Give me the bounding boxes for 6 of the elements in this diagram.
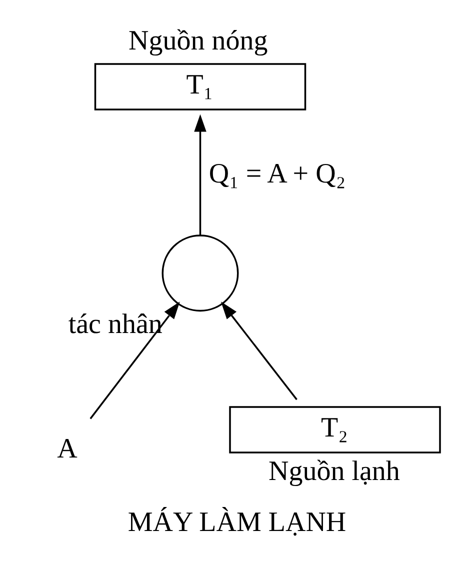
edge-label: Q₁ = A + Q₂: [208, 158, 346, 190]
caption: MÁY LÀM LẠNH: [127, 506, 346, 538]
node-label: Nguồn nóng: [128, 26, 268, 57]
node-text: A: [56, 433, 77, 464]
node-label: tác nhân: [68, 309, 162, 340]
node-label: Nguồn lạnh: [268, 456, 400, 488]
